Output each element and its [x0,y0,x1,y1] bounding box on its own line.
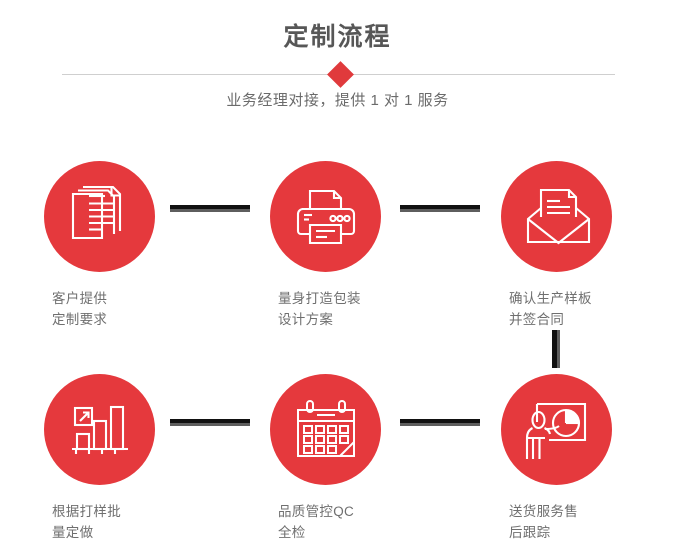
step-3-label-line1: 确认生产样板 [509,291,592,306]
step-3-label-line2: 并签合同 [509,312,565,327]
connector-step4-step5 [170,419,250,426]
step-4-circle[interactable] [44,374,155,485]
connector-bar-dark [170,419,250,423]
presentation-pie-chart-icon [525,402,586,459]
step-5-label: 品质管控QC 全检 [278,501,413,543]
page-subtitle: 业务经理对接，提供 1 对 1 服务 [226,92,449,109]
step-5-label-line1: 品质管控QC [278,504,355,519]
step-2-circle[interactable] [270,161,381,272]
step-3-circle[interactable] [501,161,612,272]
connector-step1-step2 [170,205,250,212]
step-6-label-line2: 后跟踪 [509,525,551,540]
connector-step2-step3 [400,205,480,212]
connector-bar-gray [170,423,250,426]
step-4-label: 根据打样批 量定做 [52,501,187,543]
connector-bar-gray [170,209,250,212]
connector-bar-dark [400,205,480,209]
connector-bar-gray [400,209,480,212]
step-5-circle[interactable] [270,374,381,485]
connector-bar-gray [557,330,560,368]
connector-bar-gray [400,423,480,426]
connector-bar-dark [170,205,250,209]
step-2-label: 量身打造包装 设计方案 [278,288,413,330]
step-1-circle[interactable] [44,161,155,272]
connector-step3-step6 [552,330,560,368]
calendar-icon [296,399,355,457]
step-4-label-line1: 根据打样批 [52,504,121,519]
bar-chart-growth-icon [71,405,128,454]
connector-bar-dark [552,330,557,368]
step-1-label-line2: 定制要求 [52,312,108,327]
step-1-label-line1: 客户提供 [52,291,108,306]
step-2-label-line2: 设计方案 [278,312,334,327]
step-1-label: 客户提供 定制要求 [52,288,187,330]
page-title: 定制流程 [283,23,392,51]
step-6-label-line1: 送货服务售 [509,504,578,519]
step-3-label: 确认生产样板 并签合同 [509,288,644,330]
connector-step5-step6 [400,419,480,426]
step-6-label: 送货服务售 后跟踪 [509,501,644,543]
printer-icon [296,189,355,244]
connector-bar-dark [400,419,480,423]
step-5-label-line2: 全检 [278,525,306,540]
step-4-label-line2: 量定做 [52,525,94,540]
step-6-circle[interactable] [501,374,612,485]
title-divider [62,61,615,88]
step-2-label-line1: 量身打造包装 [278,291,361,306]
documents-stack-icon [71,185,121,239]
envelope-document-icon [526,188,590,244]
